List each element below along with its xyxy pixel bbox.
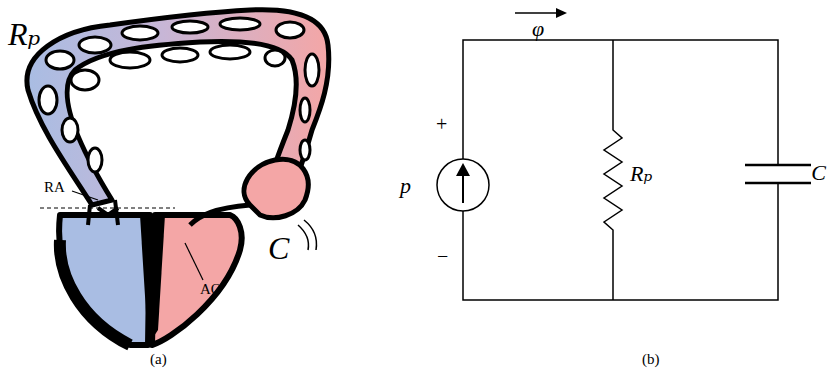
vessel-gap (300, 98, 310, 122)
polarity-sign: − (437, 246, 448, 266)
vessel-gap (46, 51, 74, 69)
vessel-gap (62, 118, 78, 142)
vessel-gap (305, 54, 319, 86)
vessel-gap (79, 37, 111, 53)
reference-line (40, 208, 175, 209)
vessel-gap (110, 52, 150, 68)
flow-arrow (515, 12, 558, 13)
vessel-gap (88, 148, 102, 172)
compliance-mark (304, 220, 317, 250)
vessel-gap (265, 50, 285, 66)
resistor-label: Rₚ (630, 163, 652, 185)
vessel-gap (71, 70, 99, 90)
vessel-gap (122, 26, 158, 40)
vessel-gap (162, 48, 198, 62)
resistance-label: Rₚ (8, 18, 40, 50)
vessel-gap (172, 21, 208, 33)
flow-label: φ (532, 18, 544, 40)
polarity-sign: + (436, 114, 447, 134)
source-label: p (400, 175, 411, 197)
panel-label: (b) (642, 352, 660, 367)
capacitor-plate (745, 182, 811, 185)
compliance-mark (298, 225, 309, 250)
capacitor-plate (745, 164, 811, 167)
leader-line (72, 191, 98, 200)
capacitor-label: C (811, 162, 826, 184)
vessel-gap (39, 86, 57, 114)
part-label: AO (200, 282, 222, 297)
source-arrow (462, 172, 464, 203)
vessel-gap (210, 45, 250, 59)
circuit-wires (463, 40, 778, 300)
vessel-gap (300, 140, 310, 160)
compliance-label: C (268, 232, 289, 264)
vessel-gap (276, 22, 304, 38)
aorta-bulb (244, 159, 308, 217)
vessel-gap (220, 18, 260, 30)
source-arrowhead (456, 163, 470, 176)
part-label: RA (44, 180, 65, 195)
current-source-symbol (437, 159, 489, 211)
heart (59, 200, 250, 345)
flow-arrowhead (556, 8, 567, 18)
panel-label: (a) (150, 352, 167, 367)
leader-line (185, 243, 203, 280)
